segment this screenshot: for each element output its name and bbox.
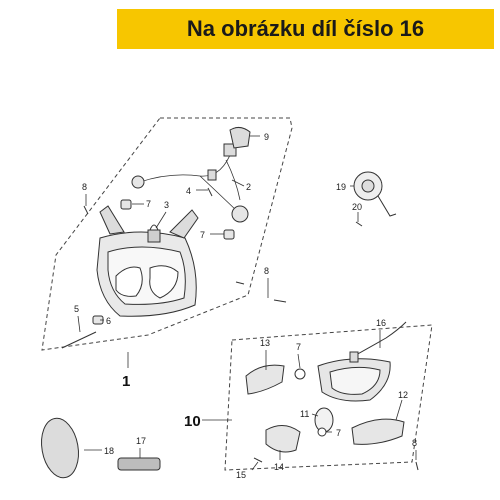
callout-16: 16 bbox=[376, 318, 386, 328]
header-title: Na obrázku díl číslo 16 bbox=[186, 16, 425, 41]
callout-7-d: 7 bbox=[336, 428, 341, 438]
callout-15: 15 bbox=[236, 470, 246, 480]
reflector-lens-14 bbox=[265, 425, 301, 453]
screws bbox=[61, 187, 419, 471]
callout-10: 10 bbox=[184, 413, 201, 430]
callout-13: 13 bbox=[260, 338, 270, 348]
header-banner: Na obrázku díl číslo 16 bbox=[117, 9, 494, 49]
right-turn-lens bbox=[351, 418, 405, 445]
callout-8-b: 8 bbox=[264, 266, 269, 276]
headlight-bulb bbox=[147, 224, 161, 243]
headlight-assembly bbox=[96, 205, 199, 317]
callout-6: 6 bbox=[106, 316, 111, 326]
headlight-group-boundary bbox=[41, 117, 293, 351]
taillight-plug bbox=[349, 351, 359, 363]
bulb-small-7 bbox=[294, 368, 306, 380]
callout-2: 2 bbox=[246, 182, 251, 192]
wiring-harness bbox=[131, 143, 249, 223]
side-reflector bbox=[41, 417, 79, 479]
callout-8-a: 8 bbox=[82, 182, 87, 192]
callout-18: 18 bbox=[104, 446, 114, 456]
callout-11: 11 bbox=[300, 409, 309, 419]
callout-1: 1 bbox=[122, 373, 130, 390]
clip-left bbox=[120, 199, 132, 210]
callout-19: 19 bbox=[336, 182, 346, 192]
callout-3: 3 bbox=[164, 200, 169, 210]
leader-lines bbox=[77, 135, 417, 471]
callout-12: 12 bbox=[398, 390, 408, 400]
callout-20: 20 bbox=[352, 202, 362, 212]
left-turn-lens bbox=[245, 364, 285, 395]
callout-17: 17 bbox=[136, 436, 146, 446]
callout-9: 9 bbox=[264, 132, 269, 142]
callout-7-b: 7 bbox=[200, 230, 205, 240]
taillight-group-boundary bbox=[224, 324, 433, 471]
connector bbox=[229, 126, 251, 149]
taillight-wire bbox=[353, 321, 407, 357]
callout-4: 4 bbox=[186, 186, 191, 196]
clip-right bbox=[223, 229, 235, 240]
callout-7-c: 7 bbox=[296, 342, 301, 352]
callout-8-c: 8 bbox=[412, 438, 417, 448]
callout-14: 14 bbox=[274, 462, 284, 472]
callout-7-a: 7 bbox=[146, 199, 151, 209]
bulb-small-7b bbox=[317, 427, 327, 437]
callout-5: 5 bbox=[74, 304, 79, 314]
rear-light-inner bbox=[329, 366, 381, 395]
rear-reflector bbox=[117, 457, 161, 471]
